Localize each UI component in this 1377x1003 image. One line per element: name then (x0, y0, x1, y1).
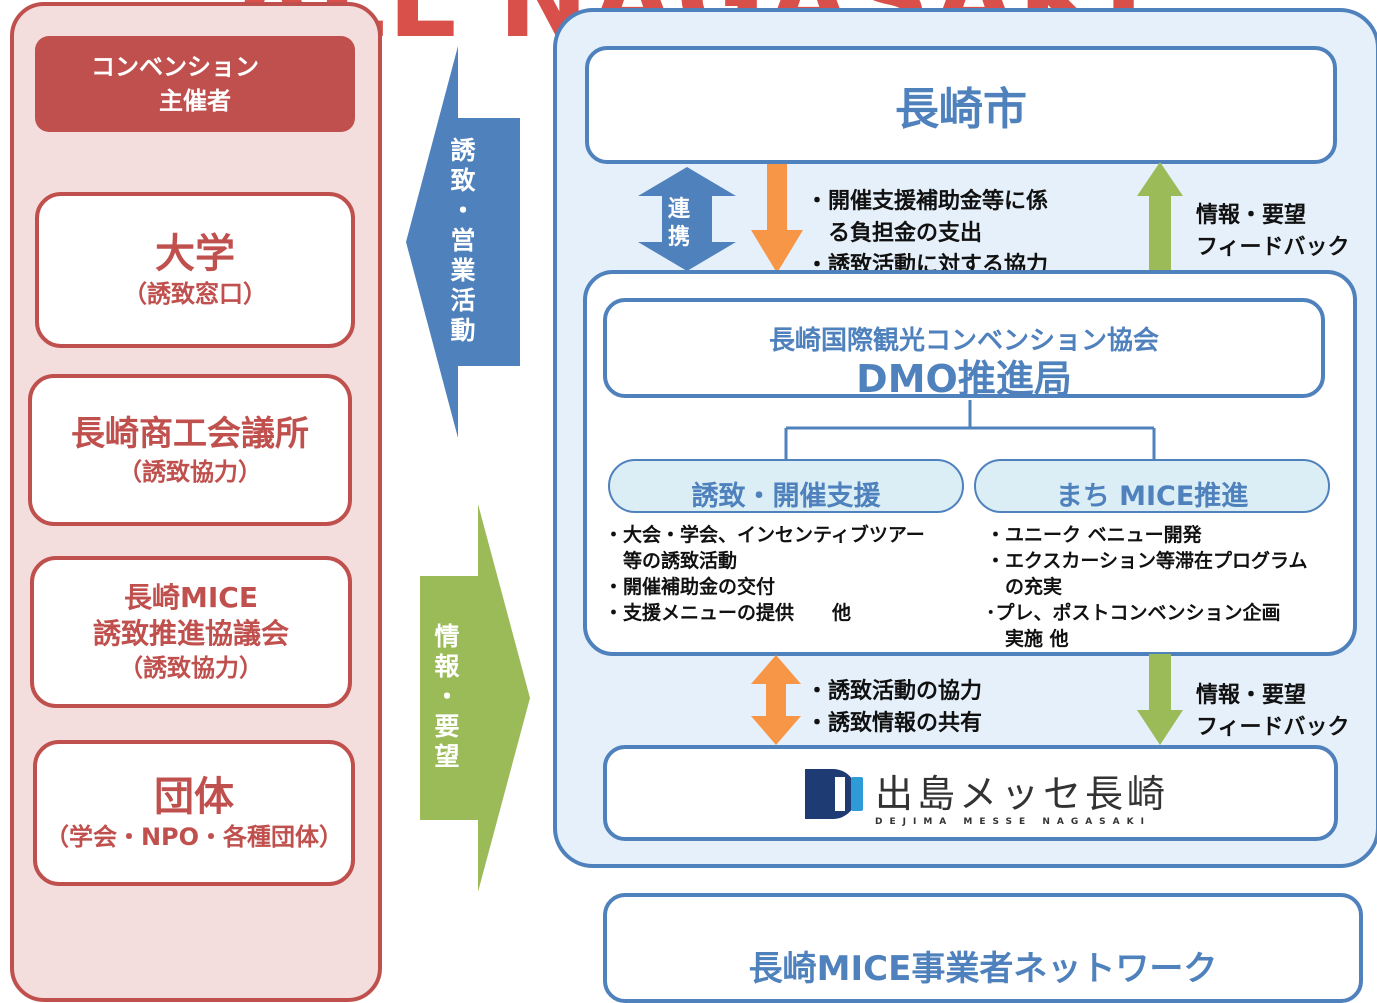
cooperation-arrow (638, 167, 736, 271)
sales-char: 営 (450, 226, 476, 255)
mice-task: ･プレ、ポストコンベンション企画 (986, 602, 1281, 624)
sales-char: 動 (450, 316, 476, 345)
city-feedback-label: 情報・要望 フィードバック (1196, 200, 1350, 264)
sales-char: ・ (450, 196, 476, 225)
dept-invitation-label: 誘致・開催支援 (691, 480, 881, 512)
cooperation-label: 連 携 (664, 196, 694, 252)
info-arrow-shape (420, 504, 530, 892)
mice-task-list: ・ユニーク ベニュー開発 ・エクスカーション等滞在プログラム の充実 ･プレ、ポ… (986, 522, 1307, 652)
dept-mice-pill: まち MICE推進 (974, 459, 1330, 513)
mice-council-sub: （誘致協力） (119, 654, 263, 682)
dept-invitation-pill: 誘致・開催支援 (608, 459, 964, 513)
dejima-cooperation-arrow (751, 655, 801, 745)
info-char: 報 (434, 652, 460, 681)
nagasaki-city-box: 長崎市 (585, 46, 1337, 164)
cooperation-char: 連 (667, 197, 690, 222)
feedback-up-arrow-shape (1137, 162, 1183, 273)
invitation-task: ・開催補助金の交付 (604, 576, 776, 598)
dmo-title-box: 長崎国際観光コンベンション協会 DMO推進局 (603, 298, 1325, 401)
sales-char: 致 (450, 166, 476, 195)
mice-network-box: 長崎MICE事業者ネットワーク (603, 893, 1363, 1003)
mice-task: 実施 他 (986, 628, 1069, 650)
info-char: 望 (434, 742, 460, 771)
organizer-header: コンベンション 主催者 (35, 36, 355, 132)
city-feedback-line2: フィードバック (1196, 235, 1350, 260)
dejima-feedback-line1: 情報・要望 (1196, 683, 1307, 708)
city-feedback-line1: 情報・要望 (1196, 203, 1307, 228)
invitation-task: ・大会・学会、インセンティブツアー (604, 524, 925, 546)
dejima-cooperation-list: ・誘致活動の協力 ・誘致情報の共有 (806, 676, 982, 740)
university-box: 大学 （誘致窓口） (35, 192, 355, 348)
chamber-label: 長崎商工会議所 (71, 414, 309, 454)
university-sub: （誘致窓口） (123, 280, 267, 308)
organizations-label: 団体 (154, 774, 234, 820)
city-support-item: る負担金の支出 (806, 221, 983, 246)
dejima-feedback-arrow (1137, 654, 1183, 745)
dejima-feedback-arrow-shape (1137, 654, 1183, 745)
invitation-task-list: ・大会・学会、インセンティブツアー 等の誘致活動 ・開催補助金の交付 ・支援メニ… (604, 522, 925, 626)
dejima-logo-icon (805, 769, 863, 819)
invitation-task: ・支援メニューの提供 他 (604, 602, 852, 624)
mice-council-line2: 誘致推進協議会 (92, 617, 289, 650)
dmo-title-line1: 長崎国際観光コンベンション協会 (768, 326, 1159, 356)
dmo-tree-connector (784, 400, 1156, 460)
cooperation-arrow-shape (638, 167, 736, 271)
sales-arrow-label: 誘 致 ・ 営 業 活 動 (448, 136, 478, 346)
city-support-item: ・開催支援補助金等に係 (806, 189, 1049, 214)
mice-task: の充実 (986, 576, 1063, 598)
sales-char: 業 (450, 256, 476, 285)
organizations-sub: （学会・NPO・各種団体） (44, 823, 344, 851)
dejima-feedback-label: 情報・要望 フィードバック (1196, 680, 1350, 744)
organizations-box: 団体 （学会・NPO・各種団体） (33, 740, 355, 886)
dmo-tree-lines (784, 400, 1156, 460)
dept-mice-label: まち MICE推進 (1055, 480, 1249, 512)
dejima-messe-box: 出島メッセ長崎 DEJIMA MESSE NAGASAKI (603, 745, 1338, 841)
cooperation-char: 携 (667, 225, 690, 250)
dejima-cooperation-item: ・誘致活動の協力 (806, 679, 983, 704)
dmo-title-line2: DMO推進局 (856, 357, 1072, 401)
mice-task: ・エクスカーション等滞在プログラム (986, 550, 1308, 572)
chamber-sub: （誘致協力） (118, 458, 262, 486)
support-down-arrow (751, 164, 803, 273)
mice-council-box: 長崎MICE 誘致推進協議会 （誘致協力） (30, 556, 352, 708)
info-arrow (420, 504, 530, 892)
feedback-up-arrow (1137, 162, 1183, 273)
mice-network-label: 長崎MICE事業者ネットワーク (748, 949, 1218, 989)
dejima-feedback-line2: フィードバック (1196, 715, 1350, 740)
sales-char: 活 (450, 286, 476, 315)
organizer-header-line2: 主催者 (159, 87, 231, 115)
nagasaki-city-label: 長崎市 (895, 84, 1027, 135)
info-char: ・ (434, 682, 460, 711)
dejima-cooperation-arrow-shape (751, 655, 801, 745)
mice-council-line1: 長崎MICE (124, 581, 258, 614)
info-arrow-label: 情 報 ・ 要 望 (432, 622, 462, 772)
dejima-name: 出島メッセ長崎 (875, 772, 1170, 816)
chamber-box: 長崎商工会議所 （誘致協力） (28, 374, 352, 526)
sales-arrow-shape (406, 46, 520, 438)
university-label: 大学 (155, 231, 235, 277)
info-char: 要 (434, 712, 460, 741)
invitation-task: 等の誘致活動 (604, 550, 738, 572)
organizer-header-line1: コンベンション (91, 53, 259, 81)
sales-arrow (406, 46, 520, 438)
support-down-arrow-shape (751, 164, 803, 273)
sales-char: 誘 (450, 136, 476, 165)
city-support-list: ・開催支援補助金等に係 る負担金の支出 ・誘致活動に対する協力 (806, 186, 1048, 282)
info-char: 情 (434, 622, 460, 651)
mice-task: ・ユニーク ベニュー開発 (986, 524, 1202, 546)
dejima-name-en: DEJIMA MESSE NAGASAKI (875, 817, 1151, 827)
dejima-cooperation-item: ・誘致情報の共有 (806, 711, 983, 736)
